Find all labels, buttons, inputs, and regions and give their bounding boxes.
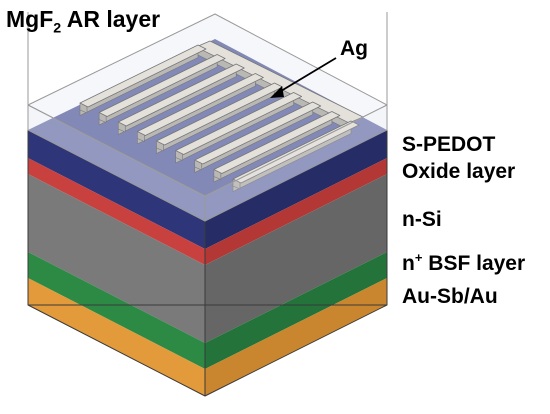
- ag-finger: [117, 63, 245, 135]
- layer-oxide-right-face: [205, 158, 387, 265]
- ag-finger: [136, 73, 264, 145]
- layer-spedot-right-face: [205, 130, 387, 249]
- mgf2-right-face: [204, 104, 388, 222]
- ag-finger-top: [194, 101, 322, 165]
- label-oxide-layer: Oxide layer: [402, 160, 516, 183]
- ag-grid: [79, 40, 364, 192]
- label-s-pedot: S-PEDOT: [402, 133, 496, 156]
- layer-spedot-left-face: [28, 130, 205, 249]
- layer-bsf-left-face: [28, 252, 205, 369]
- layer-bsf-right-face: [205, 252, 387, 369]
- ag-finger-top: [213, 111, 341, 174]
- ag-finger: [156, 82, 283, 154]
- ag-finger: [98, 54, 226, 126]
- label-ag: Ag: [340, 37, 368, 60]
- layer-nsi-right-face: [205, 174, 387, 343]
- label-n-si: n-Si: [402, 208, 442, 231]
- layer-ausb-left-face: [28, 278, 205, 396]
- ag-finger-top: [79, 44, 207, 108]
- ag-finger: [213, 111, 341, 183]
- ag-finger-top: [156, 82, 283, 146]
- ag-finger: [79, 44, 207, 116]
- arrow-shaft: [275, 57, 337, 95]
- ag-finger: [175, 92, 303, 164]
- ag-finger-top: [98, 54, 226, 117]
- layer-nsi-left-face: [28, 174, 205, 343]
- arrow-head: [270, 86, 284, 98]
- ag-pointer-arrow: [270, 57, 337, 98]
- layer-oxide-left-face: [28, 158, 205, 265]
- ag-finger-top: [232, 120, 360, 184]
- ag-finger: [194, 101, 322, 173]
- ag-finger-top: [175, 92, 303, 155]
- ag-finger: [232, 120, 360, 192]
- label-mgf2-ar-layer: MgF2 AR layer: [6, 6, 161, 37]
- ag-finger-top: [117, 63, 245, 127]
- bottom-edge-outline: [27, 304, 388, 397]
- mgf2-ar-layer: [27, 12, 388, 222]
- label-au-sb-au: Au-Sb/Au: [402, 285, 498, 308]
- ag-finger-top: [136, 73, 264, 136]
- layer-ausb-right-face: [205, 278, 387, 396]
- label-bsf-layer: n+ BSF layer: [402, 250, 526, 275]
